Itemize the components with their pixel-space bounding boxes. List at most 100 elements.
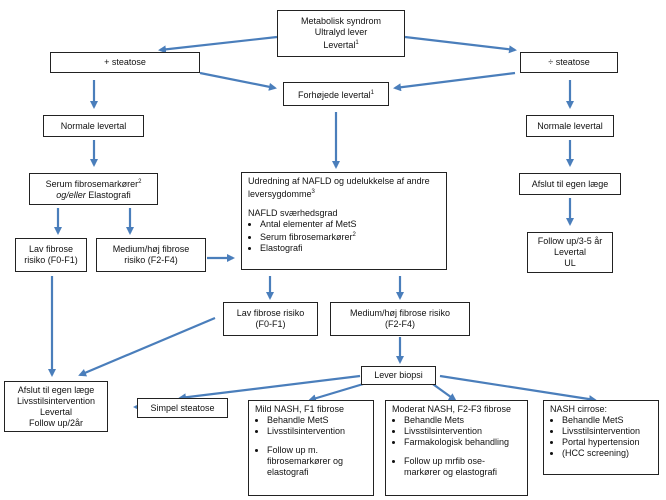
serum-og-eller: og/eller bbox=[56, 190, 86, 200]
cirrose-item-text: Portal hypertension bbox=[562, 437, 640, 447]
moderat-title: Moderat NASH, F2-F3 fibrose bbox=[392, 404, 512, 414]
simpel-text: Simpel steatose bbox=[150, 402, 215, 413]
levertal-line: Levertal1 bbox=[323, 38, 358, 51]
mild-item-text: Livsstilsintervention bbox=[267, 426, 346, 436]
metabolisk-line1: Metabolisk syndrom bbox=[300, 16, 382, 26]
udredning-item: Elastografi bbox=[260, 243, 440, 254]
udredning-item: Antal elementer af MetS bbox=[260, 219, 440, 230]
lever-biopsi-box: Lever biopsi bbox=[361, 366, 436, 385]
normale-left-text: Normale levertal bbox=[60, 120, 127, 131]
udredning-item-sup: 2 bbox=[352, 232, 356, 238]
normale-right-box: Normale levertal bbox=[526, 115, 614, 137]
arrow-biopsi-to-simpel bbox=[178, 374, 361, 402]
afslut-egen-box: Afslut til egen læge bbox=[519, 173, 621, 195]
mild-box: Mild NASH, F1 fibrose Behandle MetS Livs… bbox=[248, 400, 374, 496]
steatose-minus-text: ÷ steatose bbox=[548, 57, 590, 67]
lav-left-line2: risiko (F0-F1) bbox=[24, 255, 78, 265]
medium-mid-box: Medium/høj fibrose risiko (F2-F4) bbox=[330, 302, 470, 336]
udredning-item-text: Elastografi bbox=[260, 243, 303, 253]
levertal-sup: 1 bbox=[355, 40, 359, 46]
levertal-text: Levertal bbox=[323, 40, 356, 50]
udredning-title-sup: 3 bbox=[311, 189, 315, 195]
afslut-bottom-line1: Afslut til egen læge bbox=[17, 384, 95, 395]
medium-left-line1: Medium/høj fibrose bbox=[112, 244, 190, 254]
udredning-title: Udredning af NAFLD og udelukkelse af and… bbox=[248, 176, 430, 199]
lever-biopsi-text: Lever biopsi bbox=[374, 370, 423, 380]
mild-list: Behandle MetS Livsstilsintervention bbox=[255, 415, 367, 437]
serum-box: Serum fibrosemarkører2 og/eller Elastogr… bbox=[29, 173, 158, 205]
afslut-bottom-box: Afslut til egen læge Livsstilsinterventi… bbox=[4, 381, 108, 432]
udredning-spacer bbox=[248, 200, 440, 208]
moderat-list: Behandle Mets Livsstilsintervention Farm… bbox=[392, 415, 521, 448]
afslut-bottom-line3: Levertal bbox=[39, 406, 73, 417]
lav-mid-line2: (F0-F1) bbox=[255, 319, 286, 329]
follow-right-line1: Follow up/3-5 år bbox=[537, 236, 603, 246]
arrow-biopsi-to-cirrose bbox=[439, 374, 597, 404]
udredning-item-text: Antal elementer af MetS bbox=[260, 219, 357, 229]
mild-item-text: Follow up m. fibrosemarkører og elastogr… bbox=[267, 445, 344, 477]
udredning-list: Antal elementer af MetS Serum fibrosemar… bbox=[248, 219, 440, 254]
moderat-item-text: Follow up mrfib ose-markører og elastogr… bbox=[404, 456, 498, 477]
moderat-spacer bbox=[392, 448, 521, 456]
forhojede-sup: 1 bbox=[370, 89, 374, 96]
steatose-minus-box: ÷ steatose bbox=[520, 52, 618, 73]
cirrose-item: Livsstilsintervention bbox=[562, 426, 652, 437]
mild-item: Behandle MetS bbox=[267, 415, 367, 426]
mild-title: Mild NASH, F1 fibrose bbox=[255, 404, 345, 414]
udredning-title-line: Udredning af NAFLD og udelukkelse af and… bbox=[248, 176, 440, 200]
afslut-bottom-line4: Follow up/2år bbox=[28, 417, 84, 428]
mild-spacer bbox=[255, 437, 367, 445]
serum-line1: Serum fibrosemarkører2 bbox=[46, 177, 142, 190]
moderat-item-text: Livsstilsintervention bbox=[404, 426, 483, 436]
lav-mid-box: Lav fibrose risiko (F0-F1) bbox=[223, 302, 318, 336]
cirrose-title: NASH cirrose: bbox=[550, 404, 608, 414]
arrow-minus-to-forhojede bbox=[393, 71, 516, 92]
metabolisk-box: Metabolisk syndrom Ultralyd lever Levert… bbox=[277, 10, 405, 57]
serum-text: Serum fibrosemarkører bbox=[45, 179, 139, 189]
serum-line2: og/eller Elastografi bbox=[56, 190, 131, 201]
forhojede-text: Forhøjede levertal bbox=[298, 89, 371, 100]
simpel-box: Simpel steatose bbox=[137, 398, 228, 418]
ultralyd-line: Ultralyd lever bbox=[314, 27, 368, 37]
normale-left-box: Normale levertal bbox=[43, 115, 144, 137]
moderat-box: Moderat NASH, F2-F3 fibrose Behandle Met… bbox=[385, 400, 528, 496]
cirrose-item: Behandle MetS bbox=[562, 415, 652, 426]
moderat-item-text: Behandle Mets bbox=[404, 415, 465, 425]
medium-left-line2: risiko (F2-F4) bbox=[124, 255, 178, 265]
cirrose-item-text: Behandle MetS bbox=[562, 415, 624, 425]
medium-mid-line1: Medium/høj fibrose risiko bbox=[349, 308, 451, 318]
moderat-item: Livsstilsintervention bbox=[404, 426, 521, 437]
steatose-plus-box: + steatose bbox=[50, 52, 200, 73]
afslut-egen-text: Afslut til egen læge bbox=[531, 178, 609, 189]
lav-left-box: Lav fibrose risiko (F0-F1) bbox=[15, 238, 87, 272]
forhojede-line: Forhøjede levertal1 bbox=[298, 88, 374, 101]
normale-right-text: Normale levertal bbox=[537, 120, 603, 131]
cirrose-item-text: (HCC screening) bbox=[562, 448, 630, 458]
mild-list2: Follow up m. fibrosemarkører og elastogr… bbox=[255, 445, 367, 478]
mild-item-text: Behandle MetS bbox=[267, 415, 329, 425]
moderat-item-text: Farmakologisk behandling bbox=[404, 437, 510, 447]
follow-right-line3: UL bbox=[564, 258, 576, 268]
lav-left-line1: Lav fibrose bbox=[28, 244, 74, 254]
mild-item: Follow up m. fibrosemarkører og elastogr… bbox=[267, 445, 367, 478]
cirrose-box: NASH cirrose: Behandle MetS Livsstilsint… bbox=[543, 400, 659, 475]
moderat-item: Farmakologisk behandling bbox=[404, 437, 521, 448]
arrow-plus-to-forhojede bbox=[199, 71, 277, 91]
cirrose-item-text: Livsstilsintervention bbox=[562, 426, 641, 436]
forhojede-box: Forhøjede levertal1 bbox=[283, 82, 389, 106]
moderat-item: Follow up mrfib ose-markører og elastogr… bbox=[404, 456, 521, 478]
follow-right-line2: Levertal bbox=[553, 247, 587, 257]
arrow-lav-mid-to-afslut bbox=[78, 316, 216, 377]
cirrose-list: Behandle MetS Livsstilsintervention Port… bbox=[550, 415, 652, 459]
lav-mid-line1: Lav fibrose risiko bbox=[236, 308, 305, 318]
arrow-top-to-minus bbox=[404, 35, 517, 54]
follow-right-box: Follow up/3-5 år Levertal UL bbox=[527, 232, 613, 273]
moderat-list2: Follow up mrfib ose-markører og elastogr… bbox=[392, 456, 521, 478]
arrow-top-to-plus bbox=[158, 35, 278, 54]
cirrose-item: (HCC screening) bbox=[562, 448, 652, 459]
udredning-subtitle: NAFLD sværhedsgrad bbox=[248, 208, 338, 218]
medium-mid-line2: (F2-F4) bbox=[385, 319, 415, 329]
mild-item: Livsstilsintervention bbox=[267, 426, 367, 437]
moderat-item: Behandle Mets bbox=[404, 415, 521, 426]
